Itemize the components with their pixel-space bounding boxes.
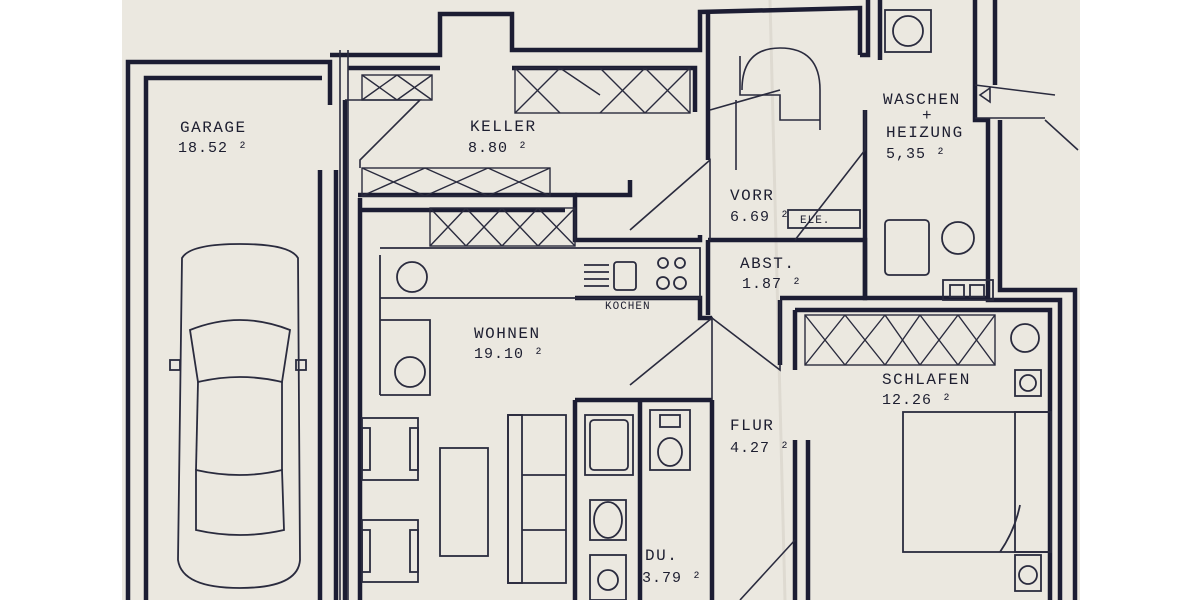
ele-label: ELE.: [800, 215, 830, 227]
vorr-area: 6.69 ²: [730, 209, 790, 226]
bathroom-fixtures: [584, 409, 691, 600]
waschen-name: WASCHEN: [883, 91, 961, 109]
keller-name: KELLER: [470, 118, 537, 136]
wohnen-area: 19.10 ²: [474, 346, 544, 363]
car-icon: [169, 243, 307, 589]
waschen-area: 5,35 ²: [886, 146, 946, 163]
living-furniture: [361, 414, 567, 584]
bedroom-furniture: [902, 323, 1052, 592]
abst-name: ABST.: [740, 255, 796, 273]
du-name: DU.: [645, 547, 678, 565]
laundry-fixtures: [787, 9, 1079, 301]
kitchen-counter: [379, 247, 701, 396]
abst-area: 1.87 ²: [742, 276, 802, 293]
kochen-label: KOCHEN: [605, 301, 651, 313]
du-area: 3.79 ²: [642, 570, 702, 587]
wohnen-name: WOHNEN: [474, 325, 541, 343]
shelving: [361, 67, 996, 366]
garage-area: 18.52 ²: [178, 140, 248, 157]
garage-name: GARAGE: [180, 119, 247, 137]
heizung-name: HEIZUNG: [886, 124, 964, 142]
room-labels: GARAGE 18.52 ² KELLER 8.80 ² WASCHEN + H…: [178, 91, 971, 587]
waschen-plus: +: [922, 107, 933, 125]
door-swings: [339, 47, 866, 600]
flur-name: FLUR: [730, 417, 774, 435]
schlafen-name: SCHLAFEN: [882, 371, 971, 389]
schlafen-area: 12.26 ²: [882, 392, 952, 409]
paper-fold: [768, 0, 787, 600]
outer-walls: [125, 0, 1078, 600]
flur-area: 4.27 ²: [730, 440, 790, 457]
vorr-name: VORR: [730, 187, 774, 205]
keller-area: 8.80 ²: [468, 140, 528, 157]
